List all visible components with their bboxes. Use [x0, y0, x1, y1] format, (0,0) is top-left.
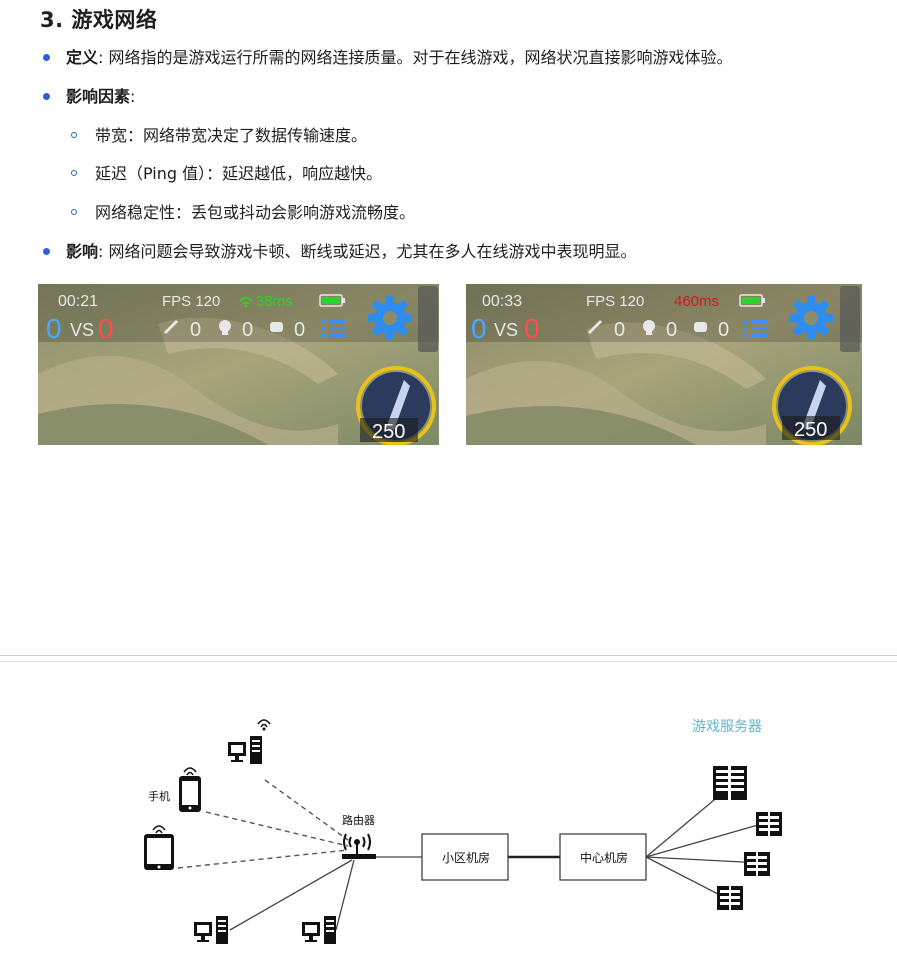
sub-item-stability: 网络稳定性：丢包或抖动会影响游戏流畅度。 [95, 203, 416, 222]
match-timer: 00:33 [482, 293, 522, 310]
item-label: 定义 [66, 48, 99, 67]
game-screenshot-high-ping: 00:33 0 VS 0 FPS 120 460ms 0 0 0 [466, 284, 862, 445]
item-text: 网络问题会导致游戏卡顿、断线或延迟，尤其在多人在线游戏中表现明显。 [108, 242, 637, 261]
wifi-signal-icon [257, 719, 271, 731]
tablet-icon [144, 834, 174, 870]
sub-bullet [71, 132, 77, 138]
settings-gear-icon[interactable] [368, 296, 412, 340]
phone-label: 手机 [148, 789, 170, 803]
desktop-computer-icon [302, 916, 336, 944]
list-item-definition: 定义: 网络指的是游戏运行所需的网络连接质量。对于在线游戏，网络状况直接影响游戏… [66, 46, 733, 70]
skull-icon [219, 320, 231, 335]
kills-count: 0 [190, 319, 201, 341]
network-topology-diagram: 手机 路由器 [80, 700, 820, 970]
score-right: 0 [524, 313, 540, 344]
menu-list-icon[interactable] [322, 320, 345, 337]
menu-list-icon[interactable] [744, 320, 767, 337]
battery-icon [319, 294, 345, 307]
vs-label: VS [70, 320, 94, 340]
wifi-icon [239, 297, 253, 308]
ping-readout: 460ms [674, 293, 719, 310]
section-divider [0, 655, 897, 656]
section-divider [0, 661, 897, 662]
assists-count: 0 [718, 319, 729, 341]
vs-label: VS [494, 320, 518, 340]
section-heading: 3. 游戏网络 [40, 8, 158, 32]
server-rack-icon [756, 812, 782, 836]
item-sep: : [98, 48, 104, 67]
sub-item-bandwidth: 带宽：网络带宽决定了数据传输速度。 [95, 126, 368, 145]
fps-readout: FPS 120 [586, 293, 644, 310]
central-server-room-label: 中心机房 [580, 850, 628, 865]
bullet-dot [43, 93, 50, 100]
battery-icon [739, 294, 765, 307]
skull-icon [643, 320, 655, 335]
router-icon [342, 833, 376, 859]
list-item-impact: 影响: 网络问题会导致游戏卡顿、断线或延迟，尤其在多人在线游戏中表现明显。 [66, 240, 637, 264]
central-server-room-box [559, 833, 647, 881]
bullet-dot [43, 54, 50, 61]
item-text: 网络指的是游戏运行所需的网络连接质量。对于在线游戏，网络状况直接影响游戏体验。 [108, 48, 733, 67]
deaths-count: 0 [666, 319, 677, 341]
fps-readout: FPS 120 [162, 293, 220, 310]
item-label: 影响 [66, 242, 99, 261]
ping-readout: 38ms [256, 293, 293, 310]
game-screenshot-low-ping: 00:21 0 VS 0 FPS 120 38ms 0 0 0 [38, 284, 439, 445]
router-label: 路由器 [342, 813, 375, 827]
bullet-dot [43, 248, 50, 255]
sub-item-latency: 延迟（Ping 值）：延迟越低，响应越快。 [95, 164, 383, 183]
sword-icon [588, 320, 602, 334]
fist-icon [694, 322, 707, 332]
server-rack-icon [717, 886, 743, 910]
score-right: 0 [98, 313, 114, 344]
score-left: 0 [471, 313, 487, 344]
item-sep: : [98, 242, 104, 261]
fist-icon [270, 322, 283, 332]
sub-bullet [71, 209, 77, 215]
gold-count: 250 [372, 421, 405, 443]
phone-icon [179, 776, 201, 812]
deaths-count: 0 [242, 319, 253, 341]
item-label: 影响因素 [66, 87, 131, 106]
wifi-signal-icon [152, 825, 166, 834]
wifi-signal-icon [183, 767, 197, 776]
match-timer: 00:21 [58, 293, 98, 310]
server-rack-icon [713, 766, 747, 800]
list-item-factors: 影响因素: [66, 85, 135, 109]
desktop-computer-icon [194, 916, 228, 944]
sword-icon [164, 320, 178, 334]
settings-gear-icon[interactable] [789, 296, 833, 340]
item-sep: : [130, 87, 136, 106]
desktop-computer-icon [228, 736, 262, 764]
kills-count: 0 [614, 319, 625, 341]
game-servers-label: 游戏服务器 [692, 719, 762, 735]
server-rack-icon [744, 852, 770, 876]
score-left: 0 [46, 313, 62, 344]
assists-count: 0 [294, 319, 305, 341]
community-server-room-label: 小区机房 [442, 850, 490, 865]
sub-bullet [71, 170, 77, 176]
gold-count: 250 [794, 419, 827, 441]
